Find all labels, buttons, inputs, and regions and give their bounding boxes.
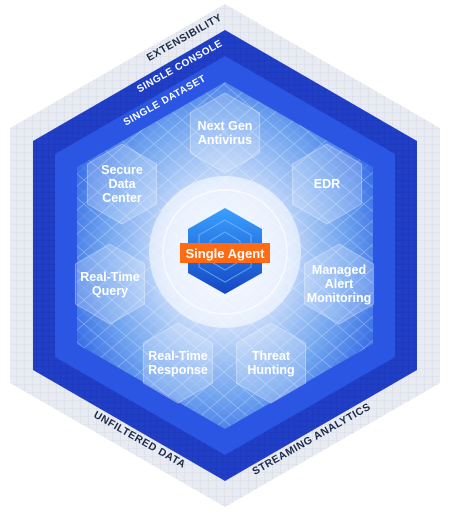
node-label-line: Real-Time <box>148 349 208 363</box>
node-hexagon <box>86 143 158 225</box>
node-edr: EDR <box>291 143 363 225</box>
node-label-line: Response <box>148 363 208 377</box>
node-label-line: Center <box>102 191 142 205</box>
node-label-line: Monitoring <box>307 291 372 305</box>
node-hexagon <box>74 243 146 325</box>
node-hexagon <box>291 143 363 225</box>
node-hexagon <box>142 322 214 404</box>
node-label-line: Secure <box>101 163 143 177</box>
single-agent-label: Single Agent <box>186 246 266 261</box>
node-label-line: Data <box>108 177 136 191</box>
node-label-line: Next Gen <box>198 119 253 133</box>
node-label-line: Query <box>92 284 128 298</box>
node-label-line: Threat <box>252 349 291 363</box>
node-label-line: Alert <box>325 277 354 291</box>
node-hexagon <box>303 243 375 325</box>
node-label-line: Hunting <box>247 363 294 377</box>
node-label-line: Real-Time <box>80 270 140 284</box>
node-label-line: Managed <box>312 263 366 277</box>
single-agent-badge <box>180 243 270 263</box>
node-hexagon <box>189 92 261 174</box>
node-label-line: Antivirus <box>198 133 252 147</box>
node-label-line: EDR <box>314 177 340 191</box>
node-hexagon <box>235 322 307 404</box>
